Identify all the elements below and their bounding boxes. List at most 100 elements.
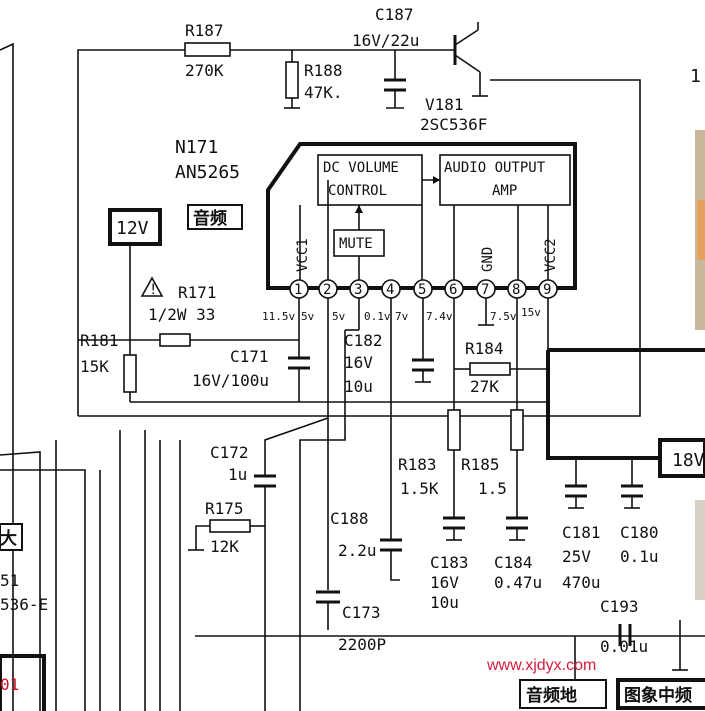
svg-text:C171: C171: [230, 347, 269, 366]
capacitor-c183: C183 16V 10u: [430, 516, 469, 612]
right-edge-strip: [695, 130, 705, 600]
svg-text:R181: R181: [80, 331, 119, 350]
pin-voltages: 11.5v 5v 5v 0.1v 7v 7.4v 7.5v 15v: [262, 306, 541, 323]
svg-text:3: 3: [354, 282, 362, 298]
capacitor-c187: C187 16V/22u: [352, 5, 419, 109]
svg-text:R184: R184: [465, 339, 504, 358]
resistor-r183: R183 1.5K: [398, 409, 461, 518]
tag-18v: 18V: [658, 438, 705, 478]
ic-pins: 1 2 3 4 5 6 7 8 9: [289, 279, 558, 299]
ic-ref: N171: [175, 137, 218, 158]
svg-text:C183: C183: [430, 553, 469, 572]
svg-text:C172: C172: [210, 443, 249, 462]
svg-text:图象中频: 图象中频: [624, 685, 692, 706]
svg-text:9: 9: [543, 282, 551, 298]
capacitor-c193: C193 0.01u: [600, 597, 648, 656]
capacitor-c188: C188 2.2u: [330, 505, 402, 581]
watermark-url: www.xjdyx.com: [486, 657, 596, 674]
svg-text:16V/100u: 16V/100u: [192, 371, 269, 390]
svg-text:C193: C193: [600, 597, 639, 616]
tag-video-if: 图象中频: [616, 678, 705, 710]
svg-text:536-E: 536-E: [0, 595, 48, 614]
edge-label-1: 1: [690, 66, 701, 87]
pin-wires: [78, 255, 549, 590]
svg-text:51: 51: [0, 571, 19, 590]
svg-text:10u: 10u: [430, 593, 459, 612]
svg-text:2200P: 2200P: [338, 635, 386, 654]
resistor-r184: R184 27K: [454, 339, 548, 396]
audio-tag-text: 音频: [193, 208, 227, 229]
v181-ref: V181: [425, 95, 464, 114]
resistor-r181: R181 15K: [80, 331, 137, 393]
svg-text:15K: 15K: [80, 357, 109, 376]
svg-text:R183: R183: [398, 455, 437, 474]
label-gnd: GND: [480, 247, 496, 272]
svg-text:27K: 27K: [470, 377, 499, 396]
capacitor-c172: C172 1u: [210, 417, 329, 711]
resistor-r185: R185 1.5: [461, 409, 524, 518]
svg-text:470u: 470u: [562, 573, 601, 592]
svg-text:2: 2: [323, 282, 331, 298]
power-trace-18v: [546, 350, 660, 460]
svg-text:C184: C184: [494, 553, 533, 572]
svg-text:7.5v: 7.5v: [490, 310, 517, 323]
svg-text:1u: 1u: [228, 465, 247, 484]
label-vcc1: VCC1: [295, 238, 311, 272]
svg-text:12K: 12K: [210, 537, 239, 556]
ic-an5265-body: DC VOLUME CONTROL AUDIO OUTPUT AMP MUTE …: [266, 142, 577, 290]
svg-text:7: 7: [481, 282, 489, 298]
svg-text:6: 6: [449, 282, 457, 298]
svg-text:15v: 15v: [521, 306, 541, 319]
svg-text:2.2u: 2.2u: [338, 541, 377, 560]
svg-text:12V: 12V: [116, 218, 149, 239]
svg-text:5v: 5v: [332, 310, 346, 323]
resistor-r188: R188 47K.: [284, 61, 343, 109]
top-rail: [77, 49, 641, 417]
r188-ref: R188: [304, 61, 343, 80]
svg-text:0.1v: 0.1v: [364, 310, 391, 323]
r188-value: 47K.: [304, 83, 343, 102]
resistor-r187: R187 270K: [184, 21, 231, 80]
svg-text:1: 1: [294, 282, 302, 298]
svg-text:C188: C188: [330, 509, 369, 528]
svg-text:7.4v: 7.4v: [426, 310, 453, 323]
svg-text:25V: 25V: [562, 547, 591, 566]
svg-text:0.01u: 0.01u: [600, 637, 648, 656]
svg-text:R171: R171: [178, 283, 217, 302]
capacitor-c181: C181 25V 470u: [562, 458, 601, 592]
svg-text:1.5: 1.5: [478, 479, 507, 498]
v181-part: 2SC536F: [420, 115, 487, 134]
svg-text:16V: 16V: [430, 573, 459, 592]
tag-12v: 12V: [108, 208, 162, 255]
r187-ref: R187: [185, 21, 224, 40]
capacitor-c173: C173 2200P: [316, 590, 386, 654]
audio-tag: 音频: [187, 204, 243, 230]
svg-text:音频地: 音频地: [526, 685, 577, 706]
r187-value: 270K: [185, 61, 224, 80]
capacitor-pin5: [412, 358, 434, 383]
svg-text:0.1u: 0.1u: [620, 547, 659, 566]
svg-text:C181: C181: [562, 523, 601, 542]
resistor-r175: R175 12K: [188, 499, 265, 556]
label-vcc2: VCC2: [543, 238, 559, 272]
svg-text:!: !: [149, 282, 157, 298]
svg-text:R185: R185: [461, 455, 500, 474]
svg-text:8: 8: [512, 282, 520, 298]
svg-text:11.5v: 11.5v: [262, 310, 295, 323]
ic-part: AN5265: [175, 162, 240, 183]
svg-text:C173: C173: [342, 603, 381, 622]
svg-text:18V: 18V: [672, 450, 705, 471]
svg-text:5: 5: [418, 282, 426, 298]
left-partial-labels: 大 51 536-E 01: [0, 523, 48, 711]
svg-text:5v: 5v: [301, 310, 315, 323]
block-dc-volume-2: CONTROL: [328, 183, 387, 199]
block-mute: MUTE: [339, 236, 373, 252]
svg-text:01: 01: [0, 675, 19, 694]
svg-text:R175: R175: [205, 499, 244, 518]
svg-text:7v: 7v: [395, 310, 409, 323]
resistor-r171: ! R171 1/2W 33: [140, 276, 217, 347]
block-audio-output-2: AMP: [492, 183, 517, 199]
svg-text:1/2W 33: 1/2W 33: [148, 305, 215, 324]
